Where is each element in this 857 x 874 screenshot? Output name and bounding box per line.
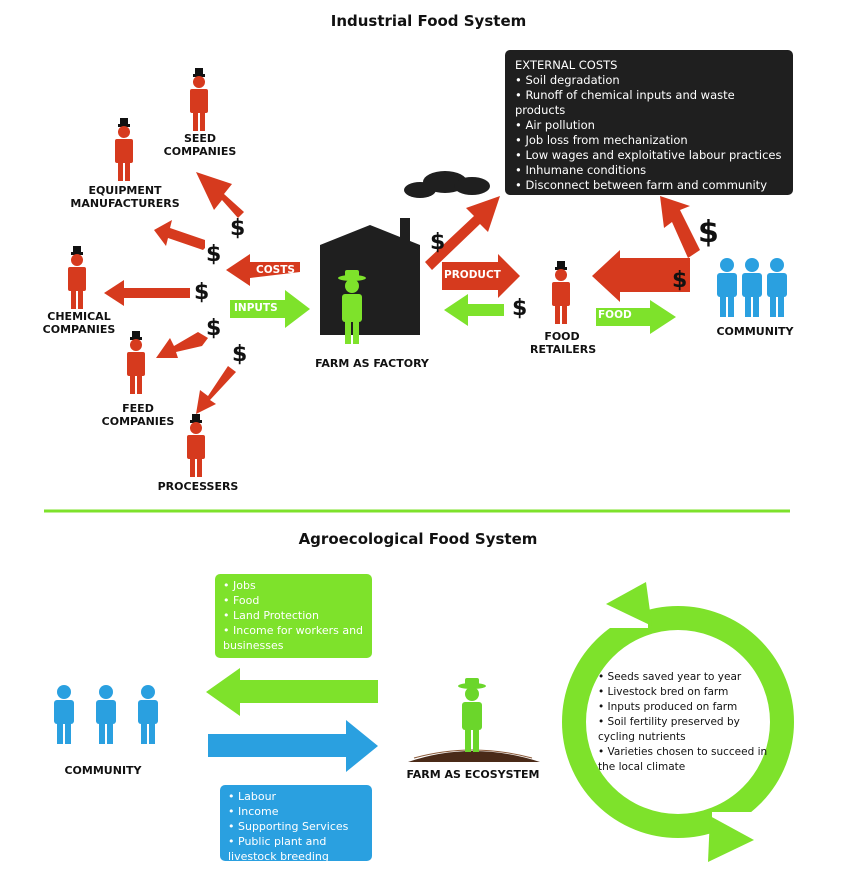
farm-as-ecosystem-label: FARM AS ECOSYSTEM	[406, 768, 540, 781]
support-to-farm-arrow	[208, 720, 378, 772]
community-person-icon-2	[742, 258, 762, 317]
list-item: Jobs	[223, 578, 364, 593]
list-item: Runoff of chemical inputs and waste prod…	[515, 88, 783, 118]
benefits-list: Jobs Food Land Protection Income for wor…	[223, 578, 364, 653]
dollar-sign-community: $	[672, 268, 688, 293]
dollar-sign-feed: $	[206, 316, 222, 341]
list-item: • Soil fertility preserved by cycling nu…	[598, 716, 740, 743]
community-person-icon-1	[717, 258, 737, 317]
flow-arrows-green	[230, 290, 676, 334]
benefits-to-community-arrow	[206, 668, 378, 716]
food-arrow-label: FOOD	[598, 309, 632, 321]
dollar-sign-seed: $	[230, 216, 246, 241]
dollar-sign-community-external: $	[698, 215, 719, 250]
cycle-practices-list: • Seeds saved year to year • Livestock b…	[598, 670, 770, 775]
list-item: Job loss from mechanization	[515, 133, 783, 148]
list-item: Income	[228, 804, 364, 819]
agro-community-person-icon-2	[96, 685, 116, 744]
list-item: • Inputs produced on farm	[598, 701, 738, 713]
costs-arrow-label: COSTS	[256, 264, 295, 276]
industrial-section-title: Industrial Food System	[330, 12, 527, 30]
chemical-company-person-icon	[68, 246, 86, 309]
list-item: • Seeds saved year to year	[598, 671, 742, 683]
seed-company-person-icon	[190, 68, 208, 131]
support-list: Labour Income Supporting Services Public…	[228, 789, 364, 864]
dollar-sign-external: $	[430, 230, 446, 255]
list-item: • Varieties chosen to succeed in the loc…	[598, 746, 768, 773]
list-item: Labour	[228, 789, 364, 804]
list-item: Income for workers and businesses	[223, 623, 364, 653]
equipment-manufacturer-person-icon	[115, 118, 133, 181]
processer-person-icon	[187, 414, 205, 477]
benefits-to-community-box: Jobs Food Land Protection Income for wor…	[215, 574, 372, 658]
chemical-companies-label: CHEMICAL COMPANIES	[42, 310, 116, 336]
list-item: Supporting Services	[228, 819, 364, 834]
external-costs-list: Soil degradation Runoff of chemical inpu…	[515, 73, 783, 193]
processers-label: PROCESSERS	[157, 480, 239, 493]
seed-companies-label: SEED COMPANIES	[163, 132, 237, 158]
agroecological-section-title: Agroecological Food System	[298, 530, 538, 548]
list-item: Public plant and livestock breeding	[228, 834, 364, 864]
nutrient-cycle-ring-icon	[562, 580, 794, 862]
list-item: Air pollution	[515, 118, 783, 133]
feed-company-person-icon	[127, 331, 145, 394]
external-costs-heading: EXTERNAL COSTS	[515, 58, 618, 72]
list-item: Inhumane conditions	[515, 163, 783, 178]
agro-farmer-icon	[458, 678, 486, 752]
smoke-cloud-icon	[404, 171, 490, 198]
farm-as-factory-label: FARM AS FACTORY	[315, 357, 429, 370]
agro-community-person-icon-1	[54, 685, 74, 744]
list-item: Disconnect between farm and community	[515, 178, 783, 193]
list-item: Land Protection	[223, 608, 364, 623]
dollar-sign-retailer: $	[512, 296, 528, 321]
dollar-sign-processers: $	[232, 342, 248, 367]
dollar-sign-chemical: $	[194, 280, 210, 305]
factory-icon	[320, 218, 420, 335]
product-arrow-label: PRODUCT	[444, 269, 501, 281]
list-item: Low wages and exploitative labour practi…	[515, 148, 783, 163]
agro-community-label: COMMUNITY	[64, 764, 142, 777]
feed-companies-label: FEED COMPANIES	[101, 402, 175, 428]
list-item: Soil degradation	[515, 73, 783, 88]
food-retailers-label: FOOD RETAILERS	[530, 330, 597, 356]
dollar-sign-equipment: $	[206, 242, 222, 267]
equipment-manufacturers-label: EQUIPMENT MANUFACTURERS	[70, 184, 180, 210]
agro-community-person-icon-3	[138, 685, 158, 744]
list-item: Food	[223, 593, 364, 608]
soil-ground-icon	[408, 749, 540, 762]
food-retailer-person-icon	[552, 261, 570, 324]
inputs-arrow-label: INPUTS	[234, 302, 278, 314]
support-to-farm-box: Labour Income Supporting Services Public…	[220, 785, 372, 864]
community-label: COMMUNITY	[716, 325, 794, 338]
community-person-icon-3	[767, 258, 787, 317]
list-item: • Livestock bred on farm	[598, 686, 729, 698]
external-costs-box: EXTERNAL COSTS Soil degradation Runoff o…	[505, 50, 793, 195]
payment-arrows	[104, 172, 700, 414]
